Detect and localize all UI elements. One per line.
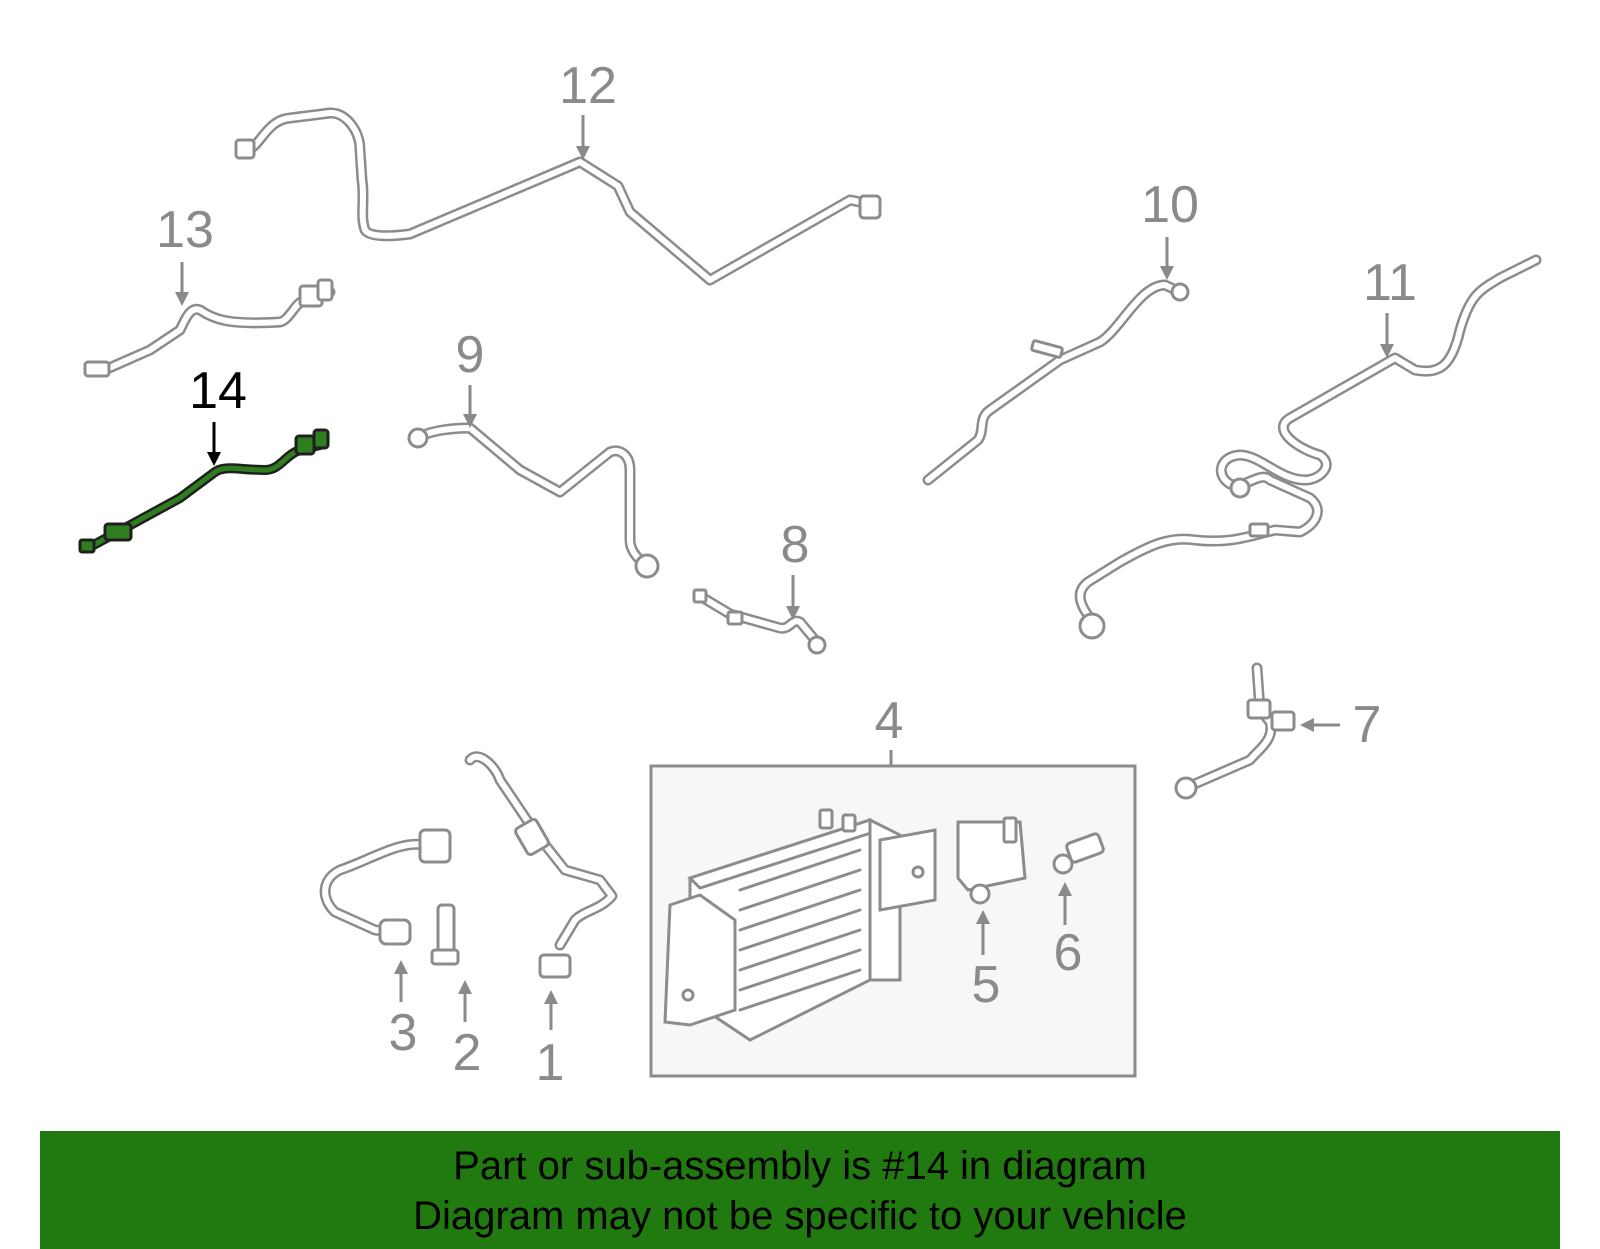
part-1-hose[interactable] bbox=[464, 751, 618, 979]
callout-8: 8 bbox=[781, 516, 810, 574]
callout-3: 3 bbox=[389, 1004, 418, 1062]
callout-14: 14 bbox=[189, 362, 247, 420]
arrow-11 bbox=[1380, 313, 1394, 358]
arrow-12 bbox=[576, 115, 590, 160]
arrow-2 bbox=[458, 980, 472, 1022]
callout-1: 1 bbox=[536, 1034, 565, 1092]
arrow-5 bbox=[976, 910, 990, 955]
part-2-connector[interactable] bbox=[430, 903, 460, 966]
callout-7: 7 bbox=[1353, 696, 1382, 754]
arrow-7 bbox=[1300, 718, 1340, 732]
part-12-tube[interactable] bbox=[234, 107, 882, 286]
callout-10: 10 bbox=[1141, 176, 1199, 234]
part-13-sensor[interactable] bbox=[83, 278, 336, 378]
part-9-tube[interactable] bbox=[407, 422, 660, 579]
part-8-sensor[interactable] bbox=[692, 588, 827, 655]
banner-line-1: Part or sub-assembly is #14 in diagram bbox=[453, 1144, 1147, 1188]
part-10-tube[interactable] bbox=[922, 279, 1190, 486]
arrow-3 bbox=[394, 960, 408, 1002]
part-6-valve[interactable] bbox=[1052, 832, 1105, 875]
callout-6: 6 bbox=[1054, 924, 1083, 982]
callout-9: 9 bbox=[456, 326, 485, 384]
part-11-tube[interactable] bbox=[1074, 254, 1542, 640]
callout-5: 5 bbox=[972, 956, 1001, 1014]
arrow-14 bbox=[207, 422, 221, 466]
part-4-canister[interactable] bbox=[663, 808, 937, 1042]
part-3-hose[interactable] bbox=[319, 828, 452, 946]
arrow-1 bbox=[544, 990, 558, 1030]
callout-11: 11 bbox=[1363, 254, 1417, 312]
banner-line-2: Diagram may not be specific to your vehi… bbox=[413, 1194, 1187, 1238]
info-banner: Part or sub-assembly is #14 in diagram D… bbox=[40, 1131, 1560, 1249]
callout-2: 2 bbox=[453, 1024, 482, 1082]
part-7-connector[interactable] bbox=[1174, 662, 1296, 800]
part-14-oxygen-sensor[interactable] bbox=[78, 428, 330, 554]
callout-13: 13 bbox=[156, 201, 214, 259]
arrow-13 bbox=[175, 262, 189, 306]
arrow-8 bbox=[786, 575, 800, 620]
part-5-solenoid[interactable] bbox=[956, 816, 1027, 905]
arrow-6 bbox=[1058, 882, 1072, 925]
arrow-10 bbox=[1160, 237, 1174, 280]
callout-12: 12 bbox=[559, 57, 617, 115]
callout-4: 4 bbox=[875, 692, 904, 750]
arrow-9 bbox=[463, 385, 477, 428]
